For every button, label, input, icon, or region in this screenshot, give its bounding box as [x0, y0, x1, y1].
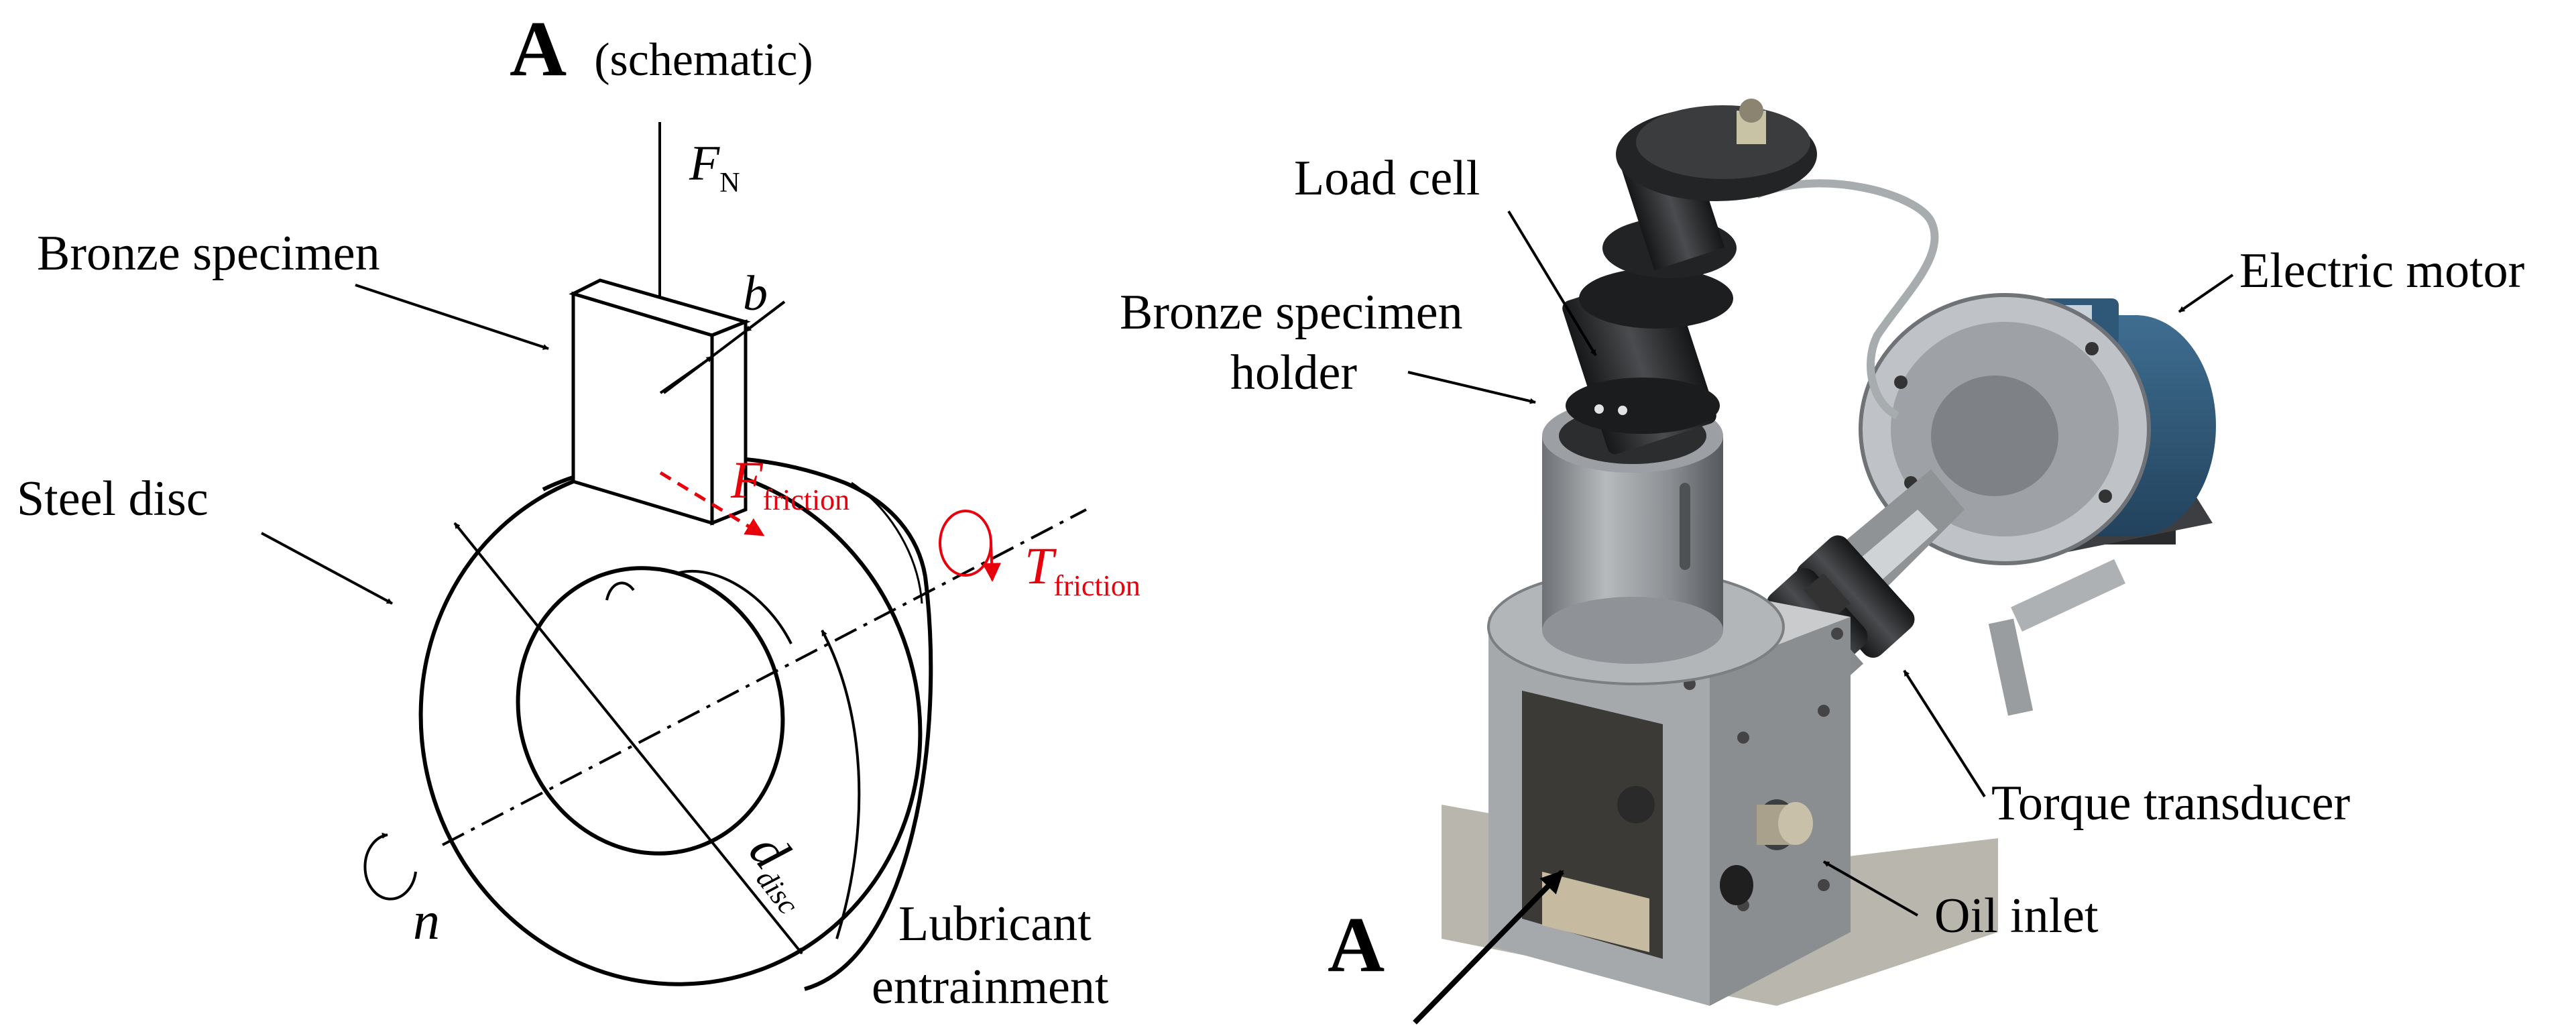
width-symbol: b: [743, 266, 768, 321]
lubricant-label-line2: entrainment: [872, 960, 1109, 1015]
view-letter-label: A: [1328, 901, 1385, 988]
schematic-title: A (schematic): [510, 5, 813, 93]
load-cell-label: Load cell: [1294, 151, 1480, 206]
steel-disc-label: Steel disc: [17, 471, 209, 526]
load-cell-stack: [1562, 99, 1817, 455]
view-direction-arrow: [1413, 870, 1564, 1025]
schematic-title-letter: A: [510, 5, 567, 93]
schematic-title-suffix: (schematic): [594, 34, 813, 86]
bronze-specimen-leader: [355, 284, 549, 350]
friction-torque-label: Tfriction: [1024, 536, 1140, 602]
oil-inlet-leader: [1823, 860, 1918, 917]
holder-leader: [1407, 371, 1536, 404]
disc-edge-line: [851, 481, 923, 604]
holder-label-line2: holder: [1230, 345, 1357, 400]
electric-motor-leader: [2178, 274, 2234, 313]
disc-diameter-line: [453, 522, 803, 955]
electric-motor: [1859, 293, 2216, 716]
schematic-panel: A (schematic) FN b: [17, 5, 1140, 1015]
lubricant-label-line1: Lubricant: [898, 897, 1092, 952]
normal-force-label: FN: [689, 136, 740, 198]
load-cell-leader: [1507, 210, 1597, 357]
oil-inlet-fitting: [1720, 799, 1813, 905]
torque-transducer-leader: [1903, 669, 1986, 798]
bronze-specimen-label: Bronze specimen: [37, 226, 380, 281]
steel-disc-leader: [261, 532, 393, 605]
rig-photo: Load cell Bronze specimen holder Electri…: [1120, 99, 2524, 1025]
torque-rotation-circle: [939, 510, 992, 577]
torque-transducer-label: Torque transducer: [1991, 776, 2350, 831]
speed-symbol: n: [413, 892, 440, 951]
electric-motor-label: Electric motor: [2239, 243, 2524, 298]
lubricant-entrainment-arrow: [821, 630, 861, 939]
friction-force-label: Ffriction: [730, 451, 850, 516]
torque-rotation-arrow: [982, 542, 1002, 582]
bronze-specimen-block: [569, 278, 751, 526]
holder-label-line1: Bronze specimen: [1120, 285, 1463, 340]
speed-rotation-arc: [363, 832, 417, 901]
width-dim-arrow-1: [659, 355, 713, 394]
specimen-holder-tower: [1487, 99, 1817, 685]
width-dim-arrow-2: [744, 300, 786, 333]
cable: [1755, 179, 1939, 420]
oil-inlet-label: Oil inlet: [1934, 888, 2099, 943]
